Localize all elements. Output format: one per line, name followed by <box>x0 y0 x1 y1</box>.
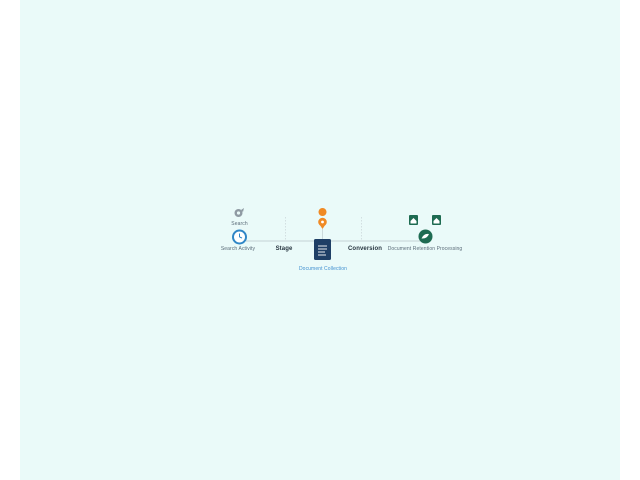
clock-icon <box>232 229 247 245</box>
document-icon <box>314 239 331 260</box>
end-bottom-label: Document Retention Processing <box>387 246 463 252</box>
diagram-svg <box>232 207 441 260</box>
stage-label: Stage <box>275 245 293 252</box>
gear-icon <box>234 208 244 217</box>
start-bottom-label: Search Activity <box>220 246 256 252</box>
chat-bubble-icon <box>418 229 433 244</box>
house-icon <box>409 215 418 225</box>
conversion-label: Conversion <box>347 245 383 252</box>
house-icon <box>432 215 441 225</box>
diagram-canvas: Search Search Activity Stage Document Co… <box>20 0 620 480</box>
center-bottom-label: Document Collection <box>298 266 348 272</box>
start-top-label: Search <box>231 221 248 227</box>
location-pin-icon <box>318 207 327 239</box>
